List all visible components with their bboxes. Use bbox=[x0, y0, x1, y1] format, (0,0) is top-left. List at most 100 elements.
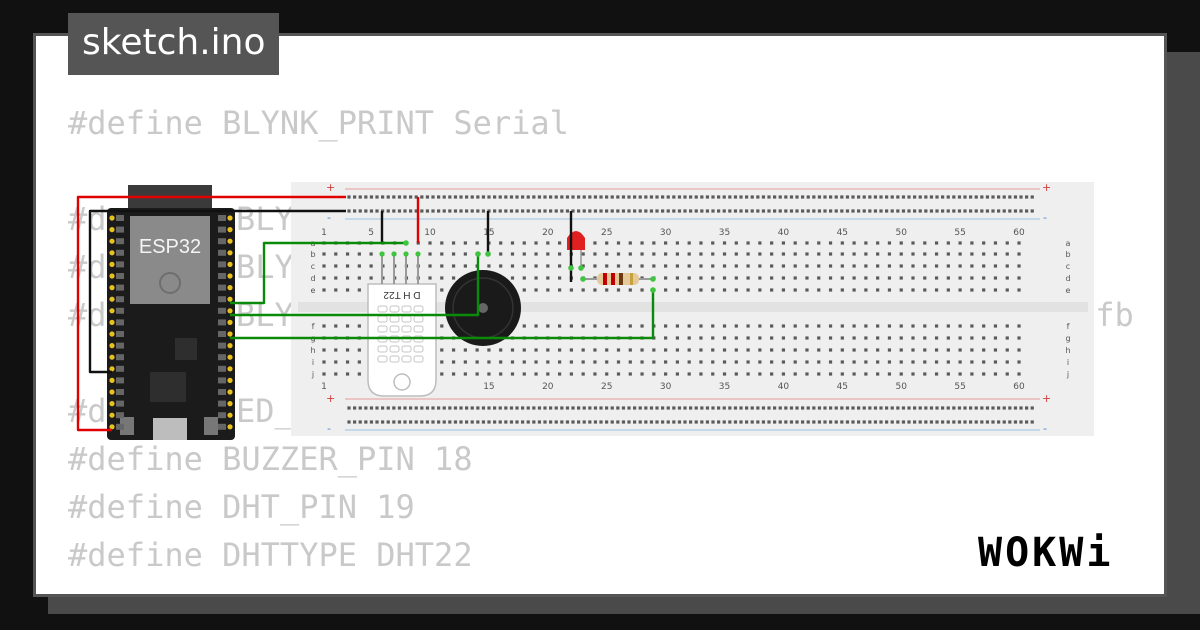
terminal-hole bbox=[640, 348, 644, 352]
rail-hole bbox=[515, 209, 519, 213]
rail-hole bbox=[409, 420, 413, 424]
en-button[interactable] bbox=[120, 417, 134, 435]
rail-hole bbox=[638, 406, 642, 410]
terminal-hole bbox=[746, 288, 750, 292]
terminal-hole bbox=[852, 372, 856, 376]
rail-hole bbox=[644, 420, 648, 424]
rail-hole bbox=[638, 420, 642, 424]
rail-hole bbox=[985, 209, 990, 213]
rail-hole bbox=[616, 406, 620, 410]
wokwi-logo[interactable]: WOKWi bbox=[978, 530, 1114, 576]
rail-hole bbox=[616, 209, 620, 213]
rail-hole bbox=[935, 420, 939, 424]
terminal-hole bbox=[510, 241, 515, 245]
rail-hole bbox=[817, 406, 822, 410]
terminal-hole bbox=[817, 264, 821, 268]
rail-hole bbox=[778, 406, 782, 410]
rail-hole bbox=[957, 406, 962, 410]
terminal-hole bbox=[993, 276, 998, 280]
rail-hole bbox=[705, 195, 710, 199]
terminal-hole bbox=[558, 324, 562, 328]
terminal-hole bbox=[593, 241, 597, 245]
rail-hole bbox=[577, 406, 581, 410]
rail-hole bbox=[605, 209, 609, 213]
terminal-hole bbox=[675, 288, 679, 292]
resistor-band-1 bbox=[603, 273, 607, 285]
terminal-hole bbox=[887, 252, 892, 256]
terminal-hole bbox=[499, 360, 503, 364]
esp32-pin-right bbox=[227, 296, 233, 302]
terminal-hole bbox=[746, 348, 750, 352]
terminal-hole bbox=[982, 276, 986, 280]
rail-hole bbox=[862, 195, 866, 199]
terminal-hole bbox=[463, 264, 467, 268]
terminal-hole bbox=[440, 276, 444, 280]
terminal-hole bbox=[864, 336, 868, 340]
terminal-hole bbox=[1005, 252, 1009, 256]
rail-hole bbox=[599, 195, 603, 199]
rail-hole bbox=[661, 420, 665, 424]
rail-hole bbox=[661, 406, 665, 410]
rail-hole bbox=[666, 195, 670, 199]
rail-hole bbox=[414, 420, 418, 424]
terminal-hole bbox=[605, 241, 609, 245]
rail-hole bbox=[1030, 195, 1034, 199]
terminal-hole bbox=[369, 264, 373, 268]
terminal-hole bbox=[958, 264, 962, 268]
terminal-hole bbox=[958, 241, 962, 245]
terminal-hole bbox=[923, 348, 927, 352]
resistor[interactable] bbox=[597, 273, 639, 285]
terminal-hole bbox=[876, 348, 880, 352]
terminal-hole bbox=[876, 336, 880, 340]
rail-hole bbox=[840, 420, 844, 424]
column-label-top: 55 bbox=[954, 228, 965, 238]
terminal-hole bbox=[923, 372, 927, 376]
boot-button[interactable] bbox=[204, 417, 218, 435]
usb-port[interactable] bbox=[153, 418, 187, 440]
sketch-filename-tab[interactable]: sketch.ino bbox=[68, 13, 280, 75]
rail-hole bbox=[862, 406, 866, 410]
terminal-hole bbox=[911, 241, 915, 245]
terminal-hole bbox=[864, 372, 868, 376]
esp32-pin-left bbox=[109, 250, 115, 256]
terminal-hole bbox=[711, 241, 715, 245]
terminal-hole bbox=[770, 336, 774, 340]
esp32-pin-right bbox=[227, 343, 233, 349]
terminal-hole bbox=[722, 288, 727, 292]
terminal-hole bbox=[345, 348, 350, 352]
terminal-hole bbox=[805, 252, 809, 256]
rail-hole bbox=[521, 195, 525, 199]
terminal-hole bbox=[687, 360, 691, 364]
terminal-hole bbox=[828, 288, 833, 292]
terminal-hole bbox=[369, 252, 373, 256]
rail-hole bbox=[666, 406, 670, 410]
rail-minus-label-top-right: - bbox=[1043, 211, 1047, 224]
terminal-hole bbox=[946, 348, 950, 352]
rail-hole bbox=[397, 406, 402, 410]
rail-hole bbox=[638, 209, 642, 213]
row-label-top: c bbox=[311, 262, 315, 271]
rail-hole bbox=[358, 406, 362, 410]
terminal-hole bbox=[934, 252, 939, 256]
row-label-top: d bbox=[310, 274, 315, 283]
rail-hole bbox=[1019, 209, 1023, 213]
esp32-pin-left bbox=[109, 238, 115, 244]
dht22-vent bbox=[377, 305, 388, 313]
rail-hole bbox=[448, 406, 452, 410]
rail-hole bbox=[946, 195, 950, 199]
rail-hole bbox=[991, 195, 995, 199]
rail-hole bbox=[560, 406, 564, 410]
rail-hole bbox=[918, 406, 922, 410]
rail-minus-label-bottom-right: - bbox=[1043, 422, 1047, 435]
rail-hole bbox=[829, 420, 833, 424]
terminal-hole bbox=[440, 348, 444, 352]
column-label-top: 5 bbox=[368, 228, 374, 238]
terminal-hole bbox=[593, 360, 597, 364]
rail-hole bbox=[633, 195, 637, 199]
terminal-hole bbox=[687, 324, 691, 328]
code-line-4-prefix: #d bbox=[68, 296, 107, 334]
rail-hole bbox=[745, 195, 749, 199]
terminal-hole bbox=[687, 276, 691, 280]
terminal-hole bbox=[581, 252, 585, 256]
dht22-sensor[interactable]: D H T22 bbox=[367, 283, 437, 397]
